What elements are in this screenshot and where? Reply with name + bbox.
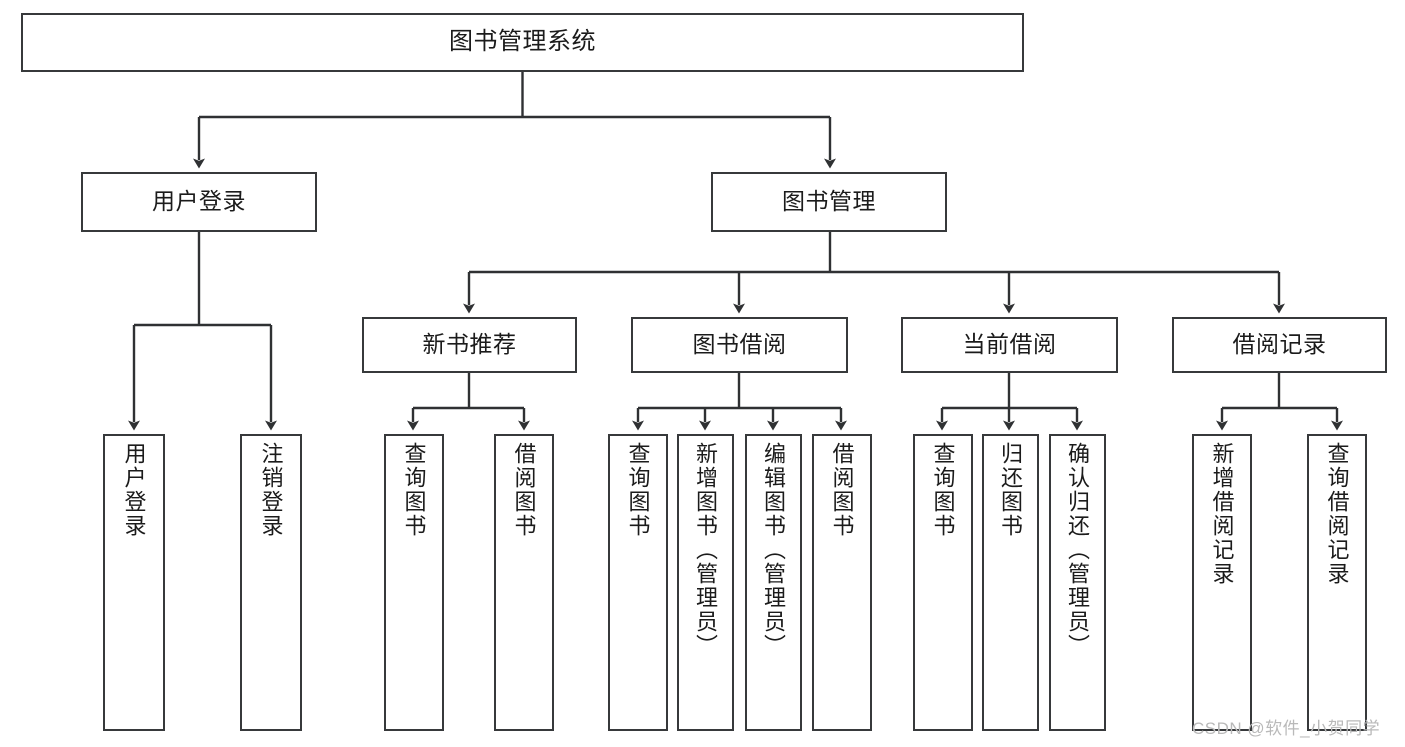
node-label: 查询图书 [930, 442, 956, 538]
node-current-borrow[interactable]: 当前借阅 [901, 317, 1118, 373]
node-label: 确认归还（管理员） [1065, 442, 1091, 658]
node-label: 用户登录 [152, 188, 246, 215]
node-leaf-logout-login[interactable]: 注销登录 [240, 434, 302, 731]
node-leaf-query-book-borrow[interactable]: 查询图书 [608, 434, 668, 731]
node-leaf-borrow-book-recommend[interactable]: 借阅图书 [494, 434, 554, 731]
node-label: 借阅记录 [1232, 331, 1327, 358]
node-book-management[interactable]: 图书管理 [711, 172, 947, 232]
node-leaf-query-book-recommend[interactable]: 查询图书 [384, 434, 444, 731]
node-root-book-management-system[interactable]: 图书管理系统 [21, 13, 1024, 72]
node-label: 用户登录 [121, 442, 147, 538]
node-label: 借阅图书 [829, 442, 855, 538]
node-label: 图书管理系统 [449, 28, 596, 56]
node-label: 查询图书 [401, 442, 427, 538]
node-leaf-query-borrow-record[interactable]: 查询借阅记录 [1307, 434, 1367, 731]
node-leaf-query-book-current[interactable]: 查询图书 [913, 434, 973, 731]
node-user-login[interactable]: 用户登录 [81, 172, 317, 232]
node-label: 注销登录 [258, 442, 284, 538]
node-leaf-user-login[interactable]: 用户登录 [103, 434, 165, 731]
node-label: 编辑图书（管理员） [761, 442, 787, 658]
node-label: 新增图书（管理员） [693, 442, 719, 658]
node-label: 归还图书 [998, 442, 1024, 538]
node-new-book-recommend[interactable]: 新书推荐 [362, 317, 577, 373]
node-label: 新增借阅记录 [1209, 442, 1235, 586]
node-leaf-borrow-book[interactable]: 借阅图书 [812, 434, 872, 731]
node-label: 图书借阅 [692, 331, 787, 358]
node-label: 新书推荐 [422, 331, 517, 358]
node-leaf-confirm-return[interactable]: 确认归还（管理员） [1049, 434, 1106, 731]
node-leaf-edit-book[interactable]: 编辑图书（管理员） [745, 434, 802, 731]
node-label: 当前借阅 [962, 331, 1057, 358]
csdn-watermark: CSDN @软件_小贺同学 [1192, 719, 1381, 738]
node-borrow-record[interactable]: 借阅记录 [1172, 317, 1387, 373]
node-label: 图书管理 [782, 188, 876, 215]
node-leaf-return-book[interactable]: 归还图书 [982, 434, 1039, 731]
node-leaf-add-borrow-record[interactable]: 新增借阅记录 [1192, 434, 1252, 731]
node-label: 借阅图书 [511, 442, 537, 538]
node-label: 查询借阅记录 [1324, 442, 1350, 586]
node-leaf-add-book[interactable]: 新增图书（管理员） [677, 434, 734, 731]
node-label: 查询图书 [625, 442, 651, 538]
node-book-borrow[interactable]: 图书借阅 [631, 317, 848, 373]
